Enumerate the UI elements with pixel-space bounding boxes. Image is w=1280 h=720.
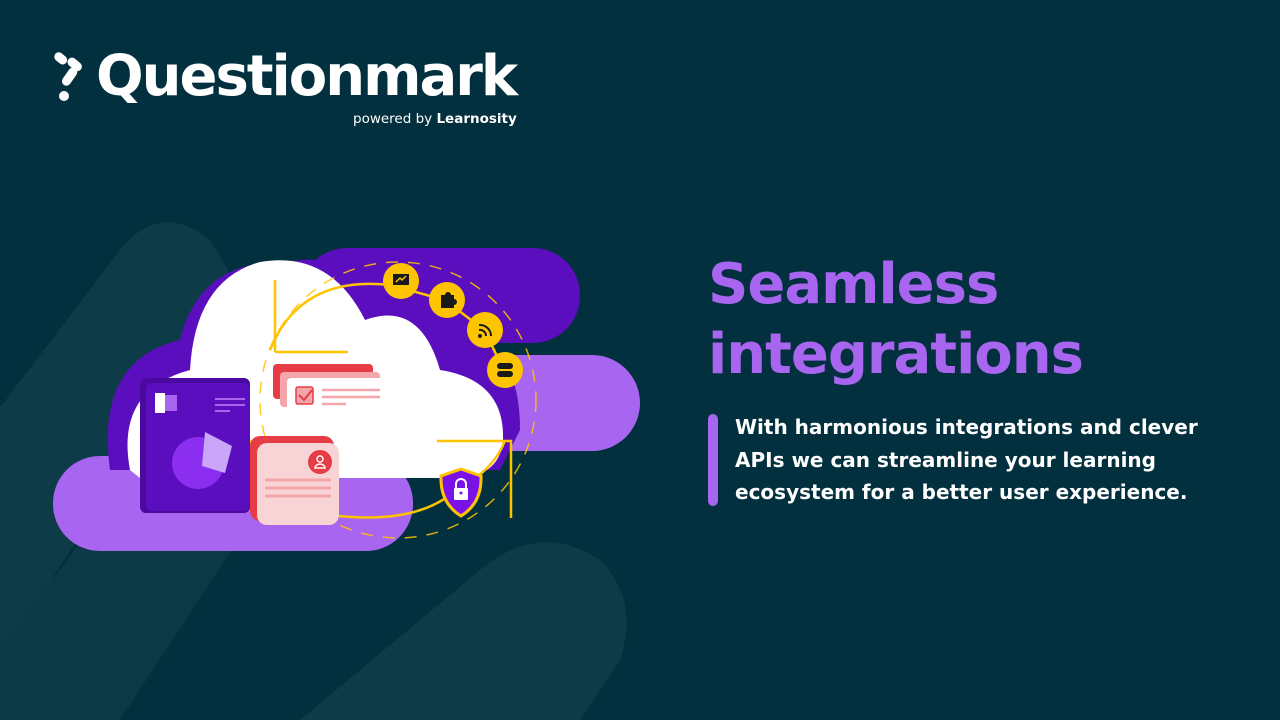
cloud-integrations-illustration <box>53 248 640 551</box>
accent-bar <box>708 414 718 506</box>
powered-by-brand: Learnosity <box>436 111 517 127</box>
brand-name: Questionmark <box>96 44 518 109</box>
powered-by: powered by Learnosity <box>353 111 517 127</box>
excel-file-icon <box>140 378 250 513</box>
page-headline: Seamless integrations <box>708 250 1084 390</box>
user-profile-card-icon <box>250 436 339 525</box>
rss-feed-icon <box>467 312 503 348</box>
checklist-card-icon <box>273 364 387 413</box>
puzzle-piece-icon <box>429 282 465 318</box>
powered-by-prefix: powered by <box>353 111 433 127</box>
shield-lock-icon <box>439 467 483 518</box>
headline-line-1: Seamless <box>708 252 999 317</box>
presentation-chart-icon <box>383 263 419 299</box>
questionmark-logo-icon <box>54 52 82 101</box>
server-icon <box>487 352 523 388</box>
headline-line-2: integrations <box>708 322 1084 387</box>
hero-description: With harmonious integrations and clever … <box>735 415 1198 504</box>
